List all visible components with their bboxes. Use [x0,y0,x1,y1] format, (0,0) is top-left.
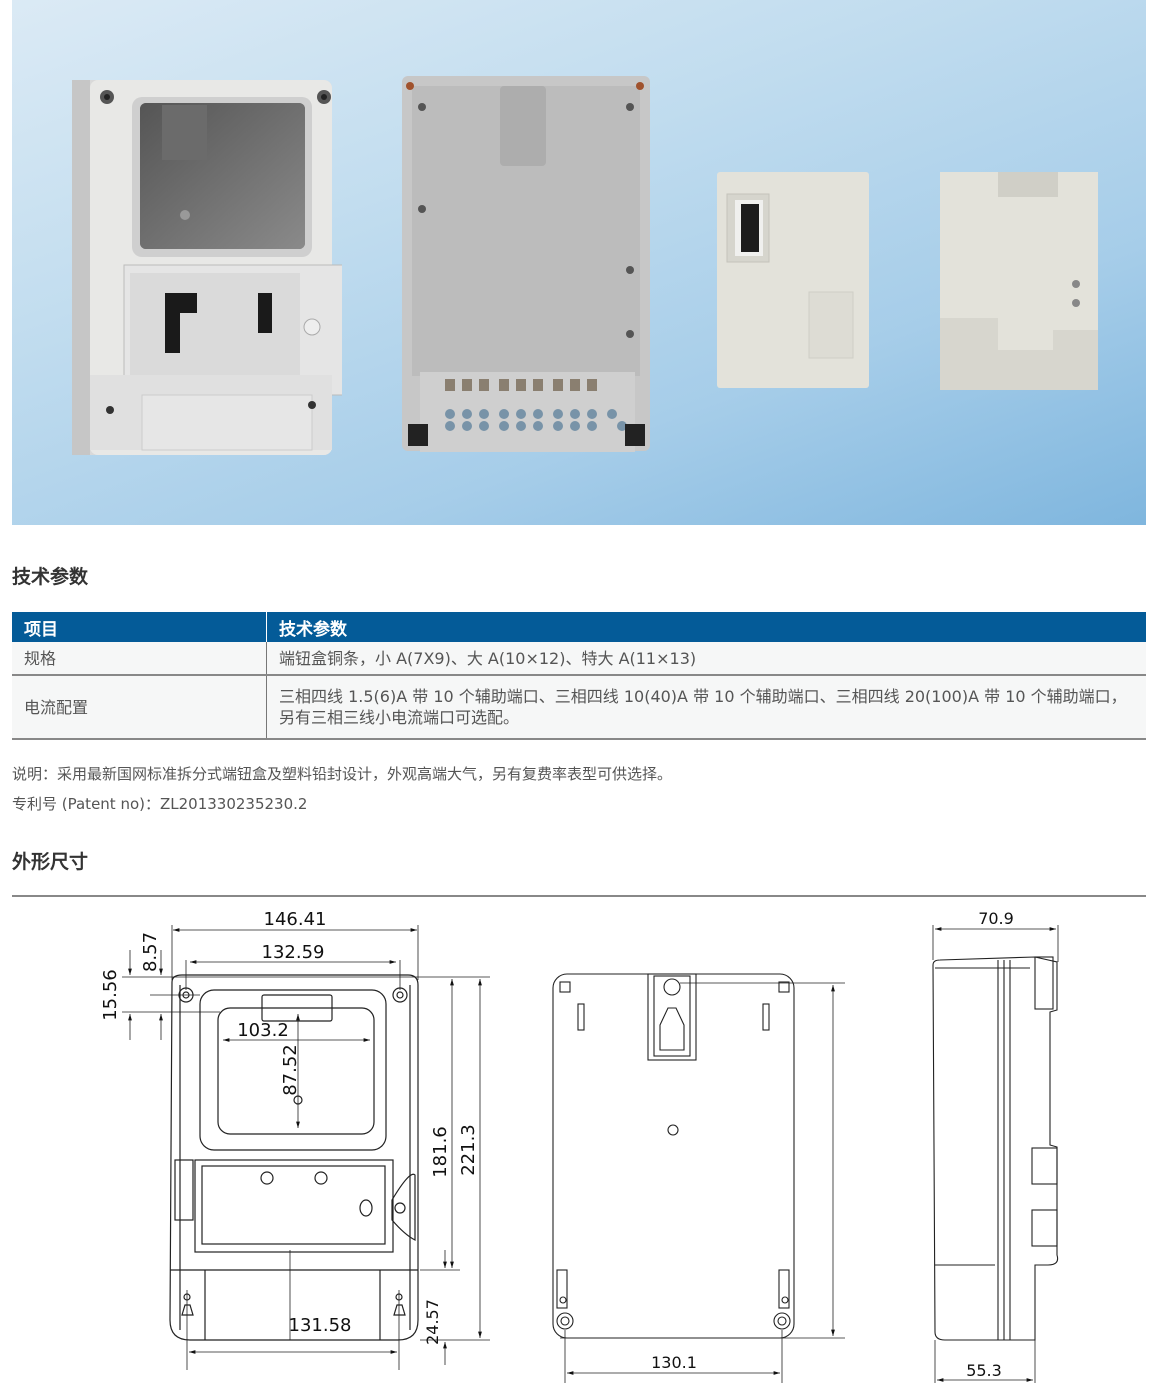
row-item-value: 端钮盒铜条，小 A(7X9)、大 A(10×12)、特大 A(11×13) [266,642,1146,676]
section-divider [12,895,1146,897]
dim-window-width: 103.2 [237,1020,289,1041]
header-item: 项目 [12,612,267,642]
spec-section-title: 技术参数 [12,566,89,588]
spec-table: 项目 技术参数 规格 端钮盒铜条，小 A(7X9)、大 A(10×12)、特大 … [12,612,1146,740]
row-item-label: 电流配置 [12,675,267,740]
patent-number: 专利号 (Patent no)：ZL201330235230.2 [12,795,308,813]
dim-bottom-section-height: 24.57 [423,1299,442,1345]
dim-overall-depth: 70.9 [978,909,1014,928]
row-item-value: 三相四线 1.5(6)A 带 10 个辅助端口、三相四线 10(40)A 带 1… [266,675,1146,740]
front-view-drawing [122,925,490,1370]
product-photo-banner [12,0,1146,525]
dim-base-depth: 55.3 [966,1361,1002,1380]
side-view-drawing [932,925,1059,1383]
dim-top-offset-1: 8.57 [140,932,161,972]
header-spec: 技术参数 [266,612,1146,642]
dim-bottom-hole-spacing: 131.58 [289,1315,352,1336]
front-view-labels: 146.41 132.59 103.2 87.52 8.57 15.56 181… [100,909,479,1345]
back-view-drawing [552,973,845,1383]
table-row: 电流配置 三相四线 1.5(6)A 带 10 个辅助端口、三相四线 10(40)… [12,675,1146,740]
table-row: 规格 端钮盒铜条，小 A(7X9)、大 A(10×12)、特大 A(11×13) [12,642,1146,676]
dim-overall-width: 146.41 [264,909,327,930]
dim-top-offset-2: 15.56 [100,969,121,1021]
row-item-label: 规格 [12,642,267,676]
dimension-section-title: 外形尺寸 [12,851,89,873]
product-terminal-cover-back [940,172,1098,390]
dim-overall-height: 221.3 [458,1124,479,1176]
dim-back-hole-spacing: 130.1 [651,1353,697,1372]
dim-window-height: 87.52 [280,1044,301,1096]
spec-table-header: 项目 技术参数 [12,612,1146,642]
dim-hole-spacing-top: 132.59 [262,942,325,963]
dimension-drawings: 146.41 132.59 103.2 87.52 8.57 15.56 181… [100,909,1059,1383]
description-note: 说明：采用最新国网标准拆分式端钮盒及塑料铅封设计，外观高端大气，另有复费率表型可… [12,765,673,783]
product-terminal-cover-front [717,172,869,388]
product-meter-box-base [402,76,650,452]
product-meter-box-front [72,80,342,455]
dim-height-to-cover: 181.6 [430,1126,451,1178]
